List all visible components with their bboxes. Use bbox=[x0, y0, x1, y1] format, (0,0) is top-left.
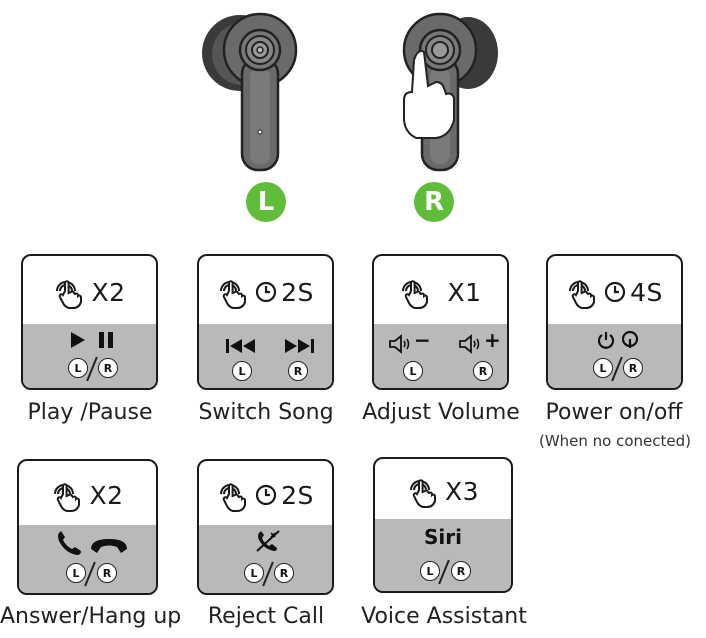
action-panel: Siri L R bbox=[375, 519, 511, 591]
left-circle: L bbox=[66, 563, 86, 583]
clock-icon bbox=[605, 281, 626, 303]
siri-label: Siri bbox=[424, 525, 462, 549]
right-circle: R bbox=[473, 361, 493, 381]
left-badge: L bbox=[246, 182, 286, 222]
power-card: 4S L R bbox=[546, 254, 683, 390]
tap-hand-icon bbox=[402, 280, 429, 309]
right-earbud-illustration bbox=[402, 12, 498, 172]
left-earbud-illustration bbox=[202, 12, 298, 172]
right-circle: R bbox=[98, 358, 118, 378]
caption-answer-hangup: Answer/Hang up bbox=[0, 604, 182, 629]
voice-assistant-card: X3 Siri L R bbox=[373, 457, 513, 593]
adjust-volume-card: X1 − + L R bbox=[372, 254, 509, 390]
previous-track-icon bbox=[226, 339, 255, 353]
left-circle: L bbox=[68, 358, 88, 378]
speaker-icon bbox=[389, 334, 410, 354]
tap-hand-icon bbox=[56, 280, 83, 309]
action-panel: − + L R bbox=[374, 324, 507, 388]
caption-power-note: (When no conected) bbox=[538, 432, 692, 450]
reject-call-card: 2S L R bbox=[197, 459, 334, 595]
power-icon bbox=[597, 330, 639, 349]
tap-hand-icon bbox=[54, 483, 81, 512]
right-circle: R bbox=[274, 563, 294, 583]
left-circle: L bbox=[593, 358, 613, 378]
action-panel: L R bbox=[199, 525, 332, 593]
caption-adjust-volume: Adjust Volume bbox=[362, 400, 520, 425]
clock-icon bbox=[256, 281, 277, 303]
action-panel: L R bbox=[199, 324, 332, 388]
left-circle: L bbox=[244, 563, 264, 583]
right-badge: R bbox=[414, 182, 454, 222]
tap-hand-icon bbox=[569, 280, 596, 309]
phone-answer-hangup-icon bbox=[58, 531, 127, 555]
answer-hangup-card: X2 L R bbox=[17, 459, 158, 595]
left-circle: L bbox=[420, 561, 440, 581]
right-circle: R bbox=[97, 563, 117, 583]
volume-down-sign: − bbox=[414, 328, 431, 352]
tap-hand-icon bbox=[220, 280, 247, 309]
play-pause-icon bbox=[71, 332, 113, 348]
right-circle: R bbox=[451, 561, 471, 581]
gesture-label: X3 bbox=[444, 476, 480, 506]
caption-power: Power on/off bbox=[545, 400, 683, 425]
action-panel: L R bbox=[19, 525, 156, 593]
caption-switch-song: Switch Song bbox=[198, 400, 334, 425]
caption-reject-call: Reject Call bbox=[207, 604, 325, 629]
tap-hand-icon bbox=[409, 479, 436, 508]
left-circle: L bbox=[403, 361, 423, 381]
action-panel: L R bbox=[23, 324, 156, 388]
left-circle: L bbox=[232, 361, 252, 381]
gesture-label: X2 bbox=[91, 277, 126, 307]
action-panel: L R bbox=[548, 324, 681, 388]
gesture-label: 2S bbox=[281, 480, 314, 510]
tap-hand-icon bbox=[220, 483, 247, 512]
right-circle: R bbox=[623, 358, 643, 378]
gesture-label: 4S bbox=[630, 277, 663, 307]
next-track-icon bbox=[285, 339, 314, 353]
clock-icon bbox=[256, 484, 277, 506]
gesture-label: X2 bbox=[89, 480, 124, 510]
gesture-label: X1 bbox=[447, 277, 482, 307]
reject-call-icon bbox=[256, 530, 280, 552]
right-circle: R bbox=[288, 361, 308, 381]
volume-up-sign: + bbox=[484, 328, 501, 352]
play-pause-card: X2 L R bbox=[21, 254, 158, 390]
speaker-icon bbox=[459, 334, 480, 354]
gesture-label: 2S bbox=[281, 277, 314, 307]
caption-voice-assistant: Voice Assistant bbox=[361, 604, 527, 629]
caption-play-pause: Play /Pause bbox=[27, 400, 153, 425]
switch-song-card: 2S L R bbox=[197, 254, 334, 390]
